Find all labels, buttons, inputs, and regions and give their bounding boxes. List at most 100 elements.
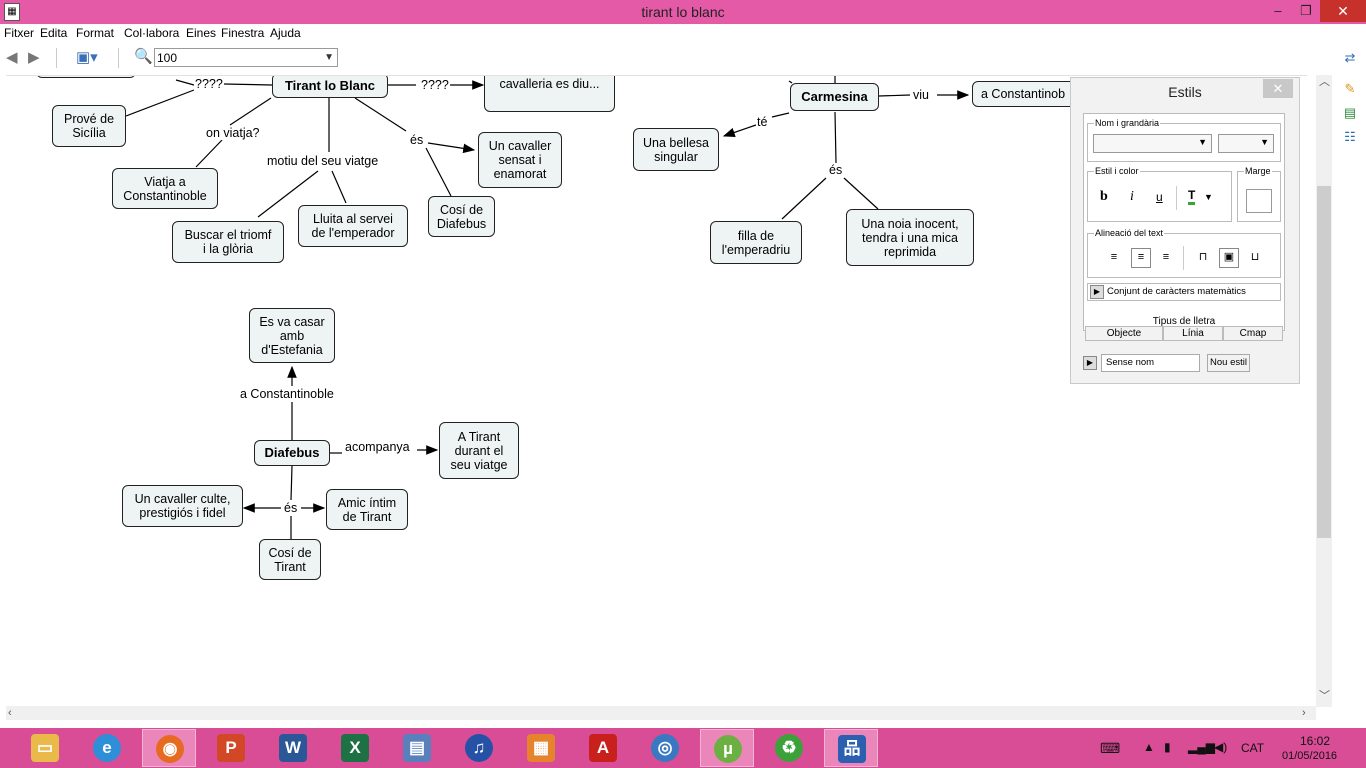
concept-tirant-lo-blanc[interactable]: Tirant lo Blanc [272, 76, 388, 98]
close-button[interactable]: ✕ [1320, 0, 1366, 22]
battery-icon[interactable]: ▮ [1164, 740, 1171, 754]
concept-a-tirant[interactable]: A Tirant durant el seu viatge [439, 422, 519, 479]
concept-bellesa-singular[interactable]: Una bellesa singular [633, 128, 719, 171]
taskbar-cmaptools[interactable]: 品 [824, 729, 878, 767]
horizontal-scrollbar[interactable]: ‹ › [6, 706, 1316, 720]
concept-viatja-a-constantinoble[interactable]: Viatja a Constantinoble [112, 168, 218, 209]
concept-amic-intim[interactable]: Amic íntim de Tirant [326, 489, 408, 530]
network-icon[interactable]: ▂▄▆ [1188, 740, 1215, 754]
app-icon[interactable]: ▦ [4, 3, 20, 21]
taskbar-internet-explorer[interactable]: e [80, 729, 134, 767]
taskbar-acrobat[interactable]: A [576, 729, 630, 767]
menu-format[interactable]: Format [76, 26, 115, 40]
align-right-icon[interactable]: ≡ [1162, 251, 1170, 263]
chevron-left-icon[interactable]: ‹ [8, 707, 12, 719]
align-left-icon[interactable]: ≡ [1110, 251, 1118, 263]
keyboard-icon[interactable]: ⌨ [1100, 740, 1121, 756]
taskbar-paint[interactable]: ▦ [514, 729, 568, 767]
margin-box[interactable] [1246, 189, 1272, 213]
align-center-icon[interactable]: ≡ [1131, 248, 1151, 268]
style-name-input[interactable]: Sense nom [1101, 354, 1200, 372]
concept-diafebus[interactable]: Diafebus [254, 440, 330, 466]
link-label[interactable]: és [828, 163, 844, 177]
concept-cavalleria[interactable]: cavalleria es diu... [484, 76, 615, 112]
link-label[interactable]: és [283, 501, 299, 515]
concept-buscar-triomf[interactable]: Buscar el triomf i la glòria [172, 221, 284, 263]
clock-date[interactable]: 01/05/2016 [1282, 750, 1338, 762]
zoom-combobox[interactable]: 100 ▼ [154, 48, 338, 67]
link-label[interactable]: té [756, 115, 769, 129]
concept-cosi-de-diafebus[interactable]: Cosí de Diafebus [428, 196, 495, 237]
chevron-right-icon[interactable]: › [1302, 707, 1306, 719]
concept-prove-de-sicilia[interactable]: Prové de Sicília [52, 105, 126, 147]
menu-finestra[interactable]: Finestra [221, 26, 265, 40]
menu-fitxer[interactable]: Fitxer [4, 26, 34, 40]
concept-lluita-emperador[interactable]: Lluita al servei de l'emperador [298, 205, 408, 247]
taskbar-audacity[interactable]: ♫ [452, 729, 506, 767]
taskbar-green-app[interactable]: ♻ [762, 729, 816, 767]
concept-filla-emperadriu[interactable]: filla de l'emperadriu [710, 221, 802, 264]
align-top-icon[interactable]: ⊓ [1198, 251, 1208, 263]
restore-button[interactable]: ❐ [1300, 3, 1312, 18]
collaboration-icon[interactable]: ⇄ [1344, 50, 1356, 65]
link-label[interactable]: a Constantinoble [239, 387, 335, 401]
math-charset-expander[interactable]: ▶ Conjunt de caràcters matemàtics [1087, 283, 1281, 301]
menu-ajuda[interactable]: Ajuda [270, 26, 301, 40]
concept-cosi-de-tirant[interactable]: Cosí de Tirant [259, 539, 321, 580]
italic-button[interactable]: i [1130, 189, 1134, 204]
taskbar-movie-maker[interactable]: ▤ [390, 729, 444, 767]
tab-cmap[interactable]: Cmap [1223, 326, 1283, 341]
concept-a-constantinob[interactable]: a Constantinob [972, 81, 1082, 107]
play-icon[interactable]: ▶ [1083, 356, 1097, 370]
concept-cavaller-sensat[interactable]: Un cavaller sensat i enamorat [478, 132, 562, 188]
taskbar-file-explorer[interactable]: ▭ [18, 729, 72, 767]
taskbar-powerpoint[interactable]: P [204, 729, 258, 767]
minimize-button[interactable]: – [1274, 3, 1282, 18]
text-color-button[interactable]: T [1188, 188, 1196, 205]
chat-icon[interactable]: ☷ [1344, 129, 1356, 144]
forward-arrow-icon[interactable]: ▶ [28, 49, 40, 66]
taskbar-firefox[interactable]: ◉ [142, 729, 196, 767]
chevron-down-icon[interactable]: ﹀ [1319, 690, 1330, 702]
zoom-icon[interactable]: 🔍 [134, 48, 153, 65]
tab-linia[interactable]: Línia [1163, 326, 1223, 341]
vertical-scroll-thumb[interactable] [1317, 186, 1331, 538]
clock-time[interactable]: 16:02 [1300, 734, 1331, 748]
link-label[interactable]: ???? [194, 77, 224, 91]
link-label[interactable]: ???? [420, 78, 450, 92]
concept-cavaller-culte[interactable]: Un cavaller culte, prestigiós i fidel [122, 485, 243, 527]
concept-noia-inocent[interactable]: Una noia inocent, tendra i una mica repr… [846, 209, 974, 266]
new-style-button[interactable]: Nou estil [1207, 354, 1250, 372]
chevron-up-icon[interactable]: ▲ [1143, 740, 1155, 754]
taskbar-media-player[interactable]: ◎ [638, 729, 692, 767]
close-icon[interactable]: ✕ [1263, 79, 1293, 98]
taskbar-utorrent[interactable]: µ [700, 729, 754, 767]
menu-eines[interactable]: Eines [186, 26, 217, 40]
chevron-down-icon[interactable]: ▼ [1204, 192, 1213, 202]
menu-edita[interactable]: Edita [40, 26, 68, 40]
concept-carmesina[interactable]: Carmesina [790, 83, 879, 111]
taskbar-excel[interactable]: X [328, 729, 382, 767]
concept-top-left[interactable] [36, 76, 136, 78]
back-arrow-icon[interactable]: ◀ [6, 49, 18, 66]
link-label[interactable]: és [409, 133, 425, 147]
view-menu-icon[interactable]: ▣▾ [76, 49, 98, 66]
link-label[interactable]: motiu del seu viatge [266, 154, 380, 168]
pencil-icon[interactable]: ✎ [1344, 81, 1356, 96]
language-indicator[interactable]: CAT [1241, 741, 1265, 755]
menu-collabora[interactable]: Col·labora [124, 26, 180, 40]
taskbar-word[interactable]: W [266, 729, 320, 767]
align-middle-icon[interactable]: ▣ [1219, 248, 1239, 268]
link-label[interactable]: viu [912, 88, 930, 102]
tab-objecte[interactable]: Objecte [1085, 326, 1163, 341]
volume-icon[interactable]: ◀) [1214, 740, 1228, 754]
chevron-down-icon[interactable]: ▼ [324, 52, 334, 63]
bold-button[interactable]: b [1100, 189, 1108, 204]
link-label[interactable]: acompanya [344, 440, 411, 454]
underline-button[interactable]: u [1156, 190, 1163, 204]
link-label[interactable]: on viatja? [205, 126, 261, 140]
play-icon[interactable]: ▶ [1090, 285, 1104, 299]
font-name-select[interactable]: ▼ [1093, 134, 1212, 153]
concept-casar-estefania[interactable]: Es va casar amb d'Estefania [249, 308, 335, 363]
align-bottom-icon[interactable]: ⊔ [1250, 251, 1260, 263]
